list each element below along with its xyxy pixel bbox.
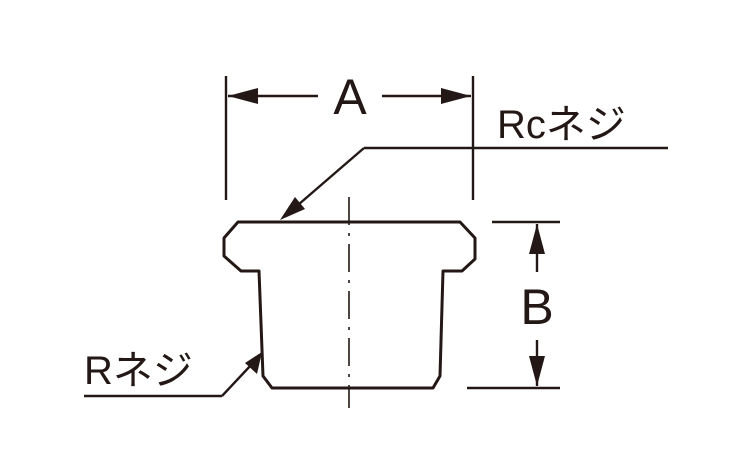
dim-b-arrow-top-icon xyxy=(529,224,545,254)
dim-a-arrow-right-icon xyxy=(441,88,471,104)
r-leader-arrow-icon xyxy=(245,352,262,374)
dim-b-label: B xyxy=(520,279,553,335)
rc-leader-line xyxy=(290,147,365,212)
rc-thread-label: Rcネジ xyxy=(497,103,626,147)
rc-leader-arrow-icon xyxy=(280,197,305,220)
r-leader-line xyxy=(221,363,253,397)
dim-a-label: A xyxy=(333,69,367,125)
dim-b-arrow-bottom-icon xyxy=(529,356,545,386)
dim-a-arrow-left-icon xyxy=(228,88,258,104)
r-thread-label: Rネジ xyxy=(84,349,193,393)
